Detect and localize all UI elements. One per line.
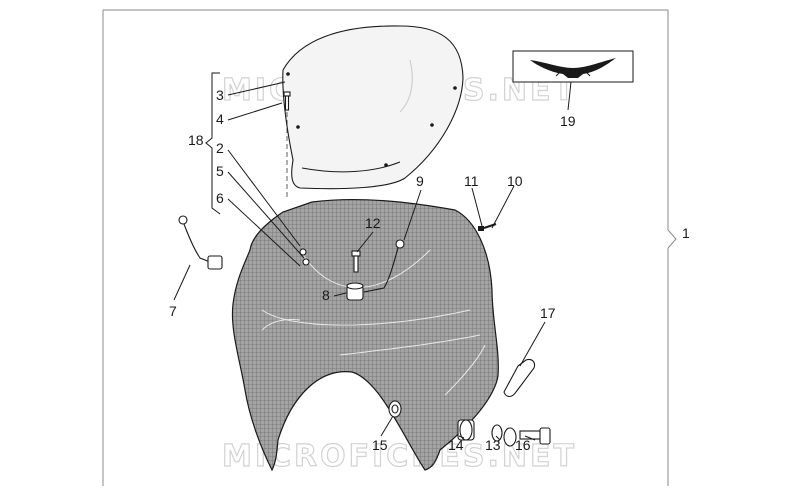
bracket-part-9 xyxy=(363,239,405,293)
callout-13: 13 xyxy=(485,437,501,453)
screw-part-12 xyxy=(351,250,361,273)
callout-9: 9 xyxy=(416,173,424,189)
callout-2: 2 xyxy=(216,140,224,156)
bracket-part-7 xyxy=(178,215,223,270)
eagle-logo xyxy=(512,50,634,83)
callout-12: 12 xyxy=(365,215,381,231)
leader-lines xyxy=(173,81,572,441)
screw-part-4 xyxy=(283,91,291,111)
callout-4: 4 xyxy=(216,111,224,127)
watermark-bottom: MICROFICHES.NET xyxy=(222,439,577,474)
washer-part-15 xyxy=(388,400,402,418)
callout-11: 11 xyxy=(464,173,479,189)
callout-7: 7 xyxy=(169,303,177,319)
callout-14: 14 xyxy=(448,437,464,453)
callout-8: 8 xyxy=(322,287,330,303)
callout-16: 16 xyxy=(515,437,531,453)
nut-part-13 xyxy=(491,424,517,447)
diagram-frame xyxy=(103,9,669,486)
callout-17: 17 xyxy=(540,305,556,321)
callout-18: 18 xyxy=(188,132,204,148)
callout-19: 19 xyxy=(560,113,576,129)
callout-5: 5 xyxy=(216,163,224,179)
frame-bracket xyxy=(667,229,677,249)
windshield xyxy=(282,25,464,190)
callout-15: 15 xyxy=(372,437,388,453)
fairing xyxy=(231,198,499,472)
washer-part-5-6 xyxy=(299,248,310,266)
group-bracket-18 xyxy=(205,72,221,215)
grommet-part-14 xyxy=(457,419,475,441)
callout-6: 6 xyxy=(216,190,224,206)
bolt-part-16 xyxy=(519,427,551,445)
strip-part-17 xyxy=(503,358,536,398)
callout-10: 10 xyxy=(507,173,523,189)
spacer-part-8 xyxy=(346,282,364,301)
callout-3: 3 xyxy=(216,87,224,103)
callout-1: 1 xyxy=(682,225,690,241)
